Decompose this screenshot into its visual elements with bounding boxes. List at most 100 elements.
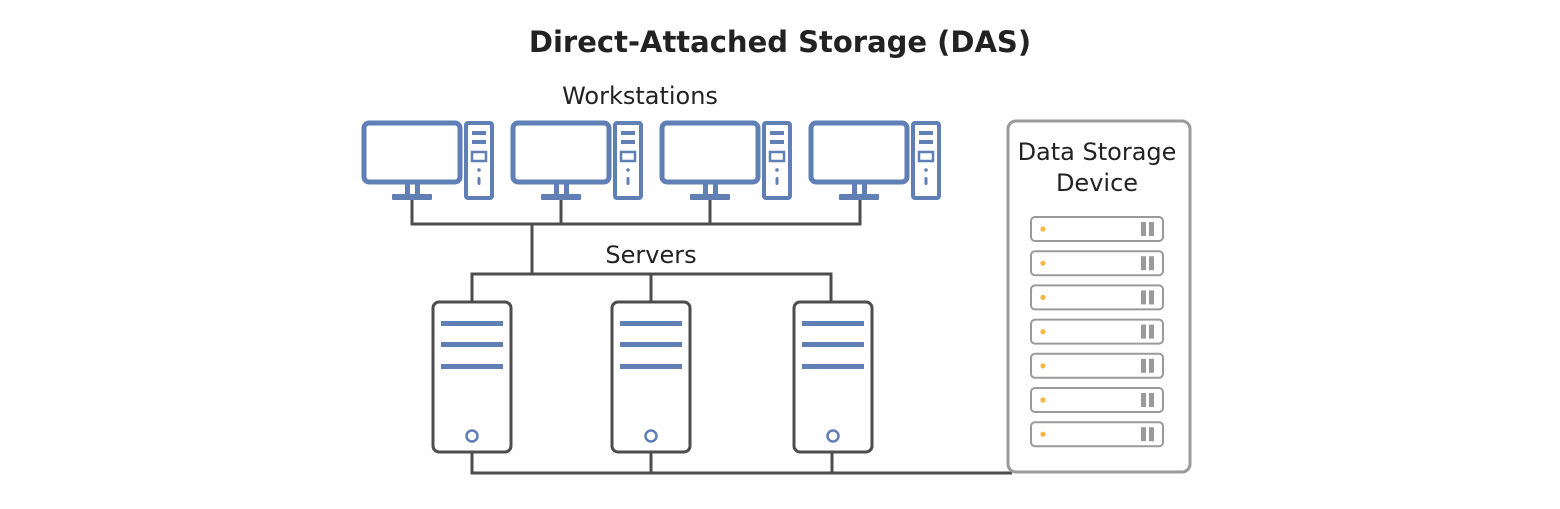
tower-slot [919, 140, 933, 144]
drive-bay [1030, 352, 1164, 379]
tower-button [775, 177, 779, 185]
server-slot [441, 342, 503, 347]
drive-handle [1149, 393, 1154, 407]
server-3 [792, 300, 874, 454]
tower-slot [472, 140, 486, 144]
drive-bay [1030, 387, 1164, 413]
monitor-icon [361, 120, 463, 185]
tower-led [626, 168, 630, 172]
server-2 [610, 300, 692, 454]
drive-handle [1149, 256, 1154, 271]
tower-slot [919, 131, 933, 135]
drive-bay-6 [1030, 387, 1164, 413]
server-connectors [470, 272, 1012, 475]
server-slot [620, 321, 682, 326]
drive-bay [1030, 250, 1164, 277]
servers-label: Servers [605, 241, 696, 269]
drive-handle [1149, 290, 1154, 305]
drive-bay [1030, 216, 1164, 242]
drive-bay [1030, 318, 1164, 345]
monitor-neck [554, 182, 559, 195]
monitor-neck [415, 182, 420, 195]
drive-led-icon [1040, 329, 1046, 335]
tower-slot [621, 131, 635, 135]
drive-handle [1149, 358, 1154, 373]
workstation-3 [659, 120, 792, 200]
tower-button [626, 177, 630, 185]
drive-handle [1149, 222, 1154, 236]
monitor-neck [564, 182, 569, 195]
drive-handle [1141, 222, 1146, 236]
storage-label-line2: Device [1056, 169, 1138, 197]
storage-label-line1: Data Storage [1018, 138, 1177, 166]
workstation-4 [808, 120, 941, 200]
tower-button [477, 177, 481, 185]
drive-bay-1 [1030, 216, 1164, 242]
drive-bay-7 [1030, 421, 1164, 448]
server-slot [802, 342, 864, 347]
drive-handle [1141, 324, 1146, 339]
server-power-icon [826, 429, 840, 443]
server-slot [441, 321, 503, 326]
drive-led-icon [1040, 363, 1046, 369]
drive-bay-3 [1030, 284, 1164, 311]
drive-handle [1141, 256, 1146, 271]
drive-bay-5 [1030, 352, 1164, 379]
server-1 [431, 300, 513, 454]
monitor-neck [703, 182, 708, 195]
tower-slot [770, 140, 784, 144]
workstation-1 [361, 120, 494, 200]
server-slot [620, 342, 682, 347]
tower-drive [768, 150, 786, 163]
server-slot [620, 364, 682, 369]
workstations-group [361, 120, 941, 200]
server-slot [441, 364, 503, 369]
drive-bay [1030, 284, 1164, 311]
tower-slot [770, 131, 784, 135]
drive-bay [1030, 421, 1164, 448]
server-power-icon [644, 429, 658, 443]
drive-handle [1149, 324, 1154, 339]
servers-group [431, 300, 874, 454]
server-slot [802, 321, 864, 326]
drive-led-icon [1040, 397, 1046, 403]
server-slot [802, 364, 864, 369]
monitor-neck [713, 182, 718, 195]
drive-handle [1141, 358, 1146, 373]
monitor-neck [405, 182, 410, 195]
tower-led [477, 168, 481, 172]
drive-handle [1141, 427, 1146, 442]
monitor-neck [862, 182, 867, 195]
tower-drive [470, 150, 488, 163]
drive-led-icon [1040, 226, 1046, 232]
monitor-icon [808, 120, 910, 185]
monitor-base [839, 194, 879, 200]
monitor-icon [510, 120, 612, 185]
monitor-neck [852, 182, 857, 195]
drive-handle [1149, 427, 1154, 442]
workstation-connectors [410, 198, 862, 274]
workstation-2 [510, 120, 643, 200]
drive-led-icon [1040, 431, 1046, 437]
tower-led [775, 168, 779, 172]
tower-drive [917, 150, 935, 163]
diagram-title: Direct-Attached Storage (DAS) [529, 25, 1031, 59]
tower-button [924, 177, 928, 185]
drive-handle [1141, 290, 1146, 305]
server-power-icon [465, 429, 479, 443]
drive-handle [1141, 393, 1146, 407]
tower-slot [472, 131, 486, 135]
drive-led-icon [1040, 294, 1046, 300]
data-storage-device: Data Storage Device [1006, 119, 1192, 474]
server-icon [610, 300, 692, 454]
tower-drive [619, 150, 637, 163]
workstations-label: Workstations [562, 82, 718, 110]
monitor-base [690, 194, 730, 200]
drive-bay-2 [1030, 250, 1164, 277]
monitor-icon [659, 120, 761, 185]
monitor-base [392, 194, 432, 200]
server-icon [431, 300, 513, 454]
drive-led-icon [1040, 260, 1046, 266]
drive-bay-4 [1030, 318, 1164, 345]
